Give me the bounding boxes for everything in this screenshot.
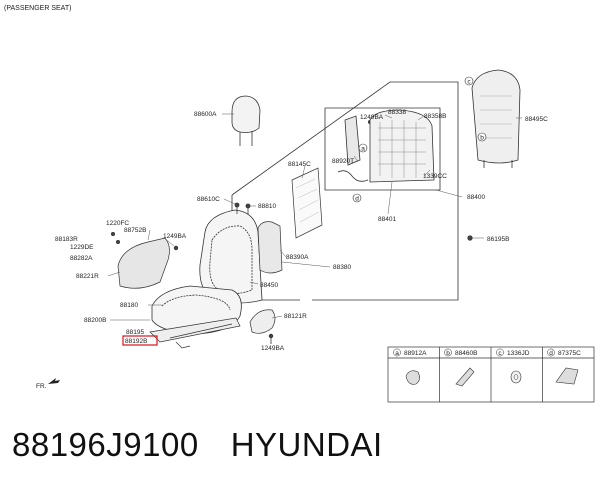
- leader-lines: [107, 113, 522, 321]
- label-88195: 88195: [126, 329, 144, 336]
- lumbar-pad-shape: [257, 221, 283, 274]
- svg-text:a: a: [395, 350, 399, 357]
- svg-text:a: a: [361, 146, 365, 153]
- bracket-icon: [555, 367, 579, 385]
- svg-text:88912A: 88912A: [404, 350, 427, 357]
- svg-text:c: c: [498, 350, 502, 357]
- label-1220FC: 1220FC: [106, 220, 129, 227]
- label-1339CC: 1339CC: [423, 173, 447, 180]
- label-88495C: 88495C: [525, 116, 548, 123]
- svg-text:FR.: FR.: [36, 383, 47, 390]
- hook-icon: [455, 367, 475, 387]
- legend-cell-d: d 87375C: [547, 348, 581, 385]
- label-88401: 88401: [378, 216, 396, 223]
- fastener-marks: [111, 120, 473, 344]
- callout-a: a: [358, 143, 368, 153]
- grommet-icon: [510, 370, 522, 384]
- label-88600A: 88600A: [194, 111, 217, 118]
- legend-cell-a: a 88912A: [393, 348, 427, 385]
- label-88221R: 88221R: [76, 273, 99, 280]
- label-88810: 88810: [258, 203, 276, 210]
- label-88282A: 88282A: [70, 255, 93, 262]
- front-direction-indicator: FR.: [36, 378, 60, 390]
- label-88145C: 88145C: [288, 161, 311, 168]
- label-88183R: 88183R: [55, 236, 78, 243]
- callout-b: b: [477, 132, 487, 142]
- legend-cell-b: b 88460B: [444, 348, 477, 387]
- svg-text:d: d: [549, 350, 553, 357]
- label-1229DE: 1229DE: [70, 244, 94, 251]
- highlight-box: [122, 335, 158, 346]
- diagram-header: (PASSENGER SEAT): [4, 5, 71, 12]
- svg-text:b: b: [480, 135, 484, 142]
- headrest-shape: [231, 95, 261, 146]
- part-number: 88196J9100: [12, 426, 199, 463]
- side-shield-shape: [117, 237, 170, 289]
- svg-text:88460B: 88460B: [455, 350, 477, 357]
- label-88450: 88450: [260, 282, 278, 289]
- label-1249BA-top: 1249BA: [360, 114, 384, 121]
- back-panel-shape: [291, 167, 323, 239]
- label-1249BA-bottom: 1249BA: [261, 345, 285, 352]
- back-board-shape: [471, 69, 521, 168]
- legend-table: a 88912A b 88460B c 1336JD d 87375C: [387, 346, 595, 403]
- label-88920T: 88920T: [332, 158, 354, 165]
- label-88400: 88400: [467, 194, 485, 201]
- svg-text:c: c: [467, 79, 471, 86]
- svg-text:1336JD: 1336JD: [507, 350, 530, 357]
- label-88180: 88180: [120, 302, 138, 309]
- callout-d: d: [352, 193, 362, 203]
- svg-text:b: b: [446, 350, 450, 357]
- part-caption: 88196J9100 HYUNDAI: [12, 426, 383, 464]
- seat-parts-diagram: (PASSENGER SEAT): [4, 5, 595, 403]
- label-86195B: 86195B: [487, 236, 509, 243]
- side-cover-shape: [249, 309, 276, 334]
- label-88390A: 88390A: [286, 254, 309, 261]
- label-88200B: 88200B: [84, 317, 106, 324]
- callout-c: c: [464, 76, 474, 86]
- svg-text:d: d: [355, 196, 359, 203]
- back-frame-shape: [337, 109, 435, 183]
- svg-text:87375C: 87375C: [558, 350, 581, 357]
- brand-name: HYUNDAI: [230, 426, 383, 463]
- clip-icon: [405, 370, 420, 385]
- label-88610C: 88610C: [197, 196, 220, 203]
- front-arrow-icon: [48, 378, 60, 384]
- label-88358B: 88358B: [424, 113, 446, 120]
- label-88380: 88380: [333, 264, 351, 271]
- label-88338: 88338: [388, 109, 406, 116]
- legend-cell-c: c 1336JD: [496, 348, 530, 384]
- label-88752B: 88752B: [124, 227, 146, 234]
- label-1249BA-left: 1249BA: [163, 233, 187, 240]
- label-88192B: 88192B: [125, 338, 147, 345]
- label-88121R: 88121R: [284, 313, 307, 320]
